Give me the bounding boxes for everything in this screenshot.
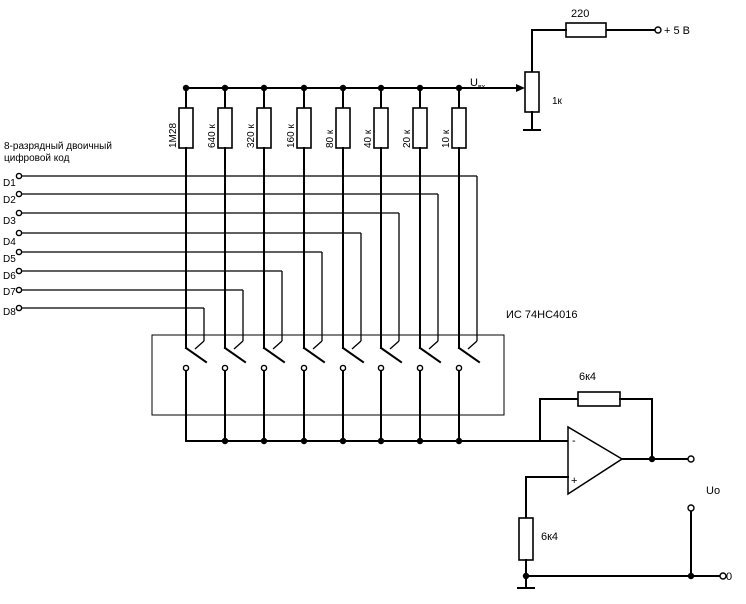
ladder-resistor-label: 40 к <box>363 129 374 148</box>
input-label: D7 <box>3 287 16 298</box>
ladder-resistor-8: 10 к <box>441 84 467 177</box>
analog-switches <box>182 175 481 445</box>
ladder-resistor-1: 1M28 <box>168 84 194 177</box>
opamp-symbol <box>567 425 624 496</box>
opamp-section: - + 6к4 6к4 Uo 0 <box>517 371 732 589</box>
switch-5 <box>339 175 365 445</box>
ladder-resistor-4: 160 к <box>286 84 312 177</box>
supply-network: 220 + 5 В 1к Uвх <box>459 8 690 131</box>
input-d6: D6 <box>3 267 283 350</box>
potentiometer-1k <box>524 71 540 113</box>
resistor-220 <box>565 22 607 38</box>
input-label: D8 <box>3 307 16 318</box>
ladder-resistor-6: 40 к <box>363 84 389 177</box>
input-label: D6 <box>3 271 16 282</box>
opamp-plus: + <box>571 475 577 487</box>
ladder-resistor-label: 160 к <box>286 124 297 148</box>
input-caption-line2: цифровой код <box>4 152 70 164</box>
switch-3 <box>260 175 286 445</box>
uo-terminal <box>687 504 695 512</box>
input-caption-line1: 8-разрядный двоичный <box>4 141 112 152</box>
switch-6 <box>377 175 403 445</box>
switch-4 <box>300 175 326 445</box>
ladder-resistor-label: 320 к <box>246 124 257 148</box>
label-ground-resistor: 6к4 <box>541 531 558 543</box>
chip-label: ИС 74НС4016 <box>506 309 578 321</box>
input-d2: D2 <box>3 190 439 350</box>
ladder-resistor-2: 640 к <box>207 84 233 177</box>
opamp-minus: - <box>572 435 576 447</box>
input-d5: D5 <box>3 248 323 350</box>
switch-7 <box>416 175 442 445</box>
input-d8: D8 <box>3 304 205 350</box>
feedback-resistor <box>577 391 621 407</box>
switch-1 <box>182 175 208 442</box>
ladder-resistor-label: 10 к <box>441 129 452 148</box>
input-label: D3 <box>3 216 16 227</box>
output-terminal <box>687 455 695 463</box>
input-d3: D3 <box>3 209 400 350</box>
chip-outline <box>151 334 505 416</box>
input-label: D1 <box>3 178 16 189</box>
input-d7: D7 <box>3 286 244 350</box>
ladder-resistor-5: 80 к <box>325 84 351 177</box>
ladder-resistor-label: 20 к <box>402 129 413 148</box>
ground-terminal <box>719 572 727 580</box>
input-d1: D1 <box>3 172 478 350</box>
label-220: 220 <box>571 8 589 20</box>
ladder-resistor-label: 640 к <box>207 124 218 148</box>
ladder-resistor-7: 20 к <box>402 84 428 177</box>
input-label: D2 <box>3 195 16 206</box>
switch-8 <box>455 175 481 445</box>
ladder-resistors: 1M28 640 к 320 к 160 к 80 к 40 к 20 к 10 к <box>168 84 467 177</box>
switch-2 <box>221 175 247 445</box>
label-zero: 0 <box>726 571 732 583</box>
label-feedback-resistor: 6к4 <box>579 371 596 383</box>
ground-resistor <box>518 517 534 561</box>
input-label: D4 <box>3 237 16 248</box>
ladder-resistor-label: 80 к <box>325 129 336 148</box>
ladder-resistor-3: 320 к <box>246 84 272 177</box>
supply-terminal <box>654 26 662 34</box>
label-uin: Uвх <box>470 77 486 91</box>
label-uo: Uo <box>706 485 720 497</box>
ladder-resistor-label: 1M28 <box>168 123 179 148</box>
label-potentiometer: 1к <box>552 96 563 107</box>
label-supply: + 5 В <box>664 25 690 37</box>
input-label: D5 <box>3 254 16 265</box>
